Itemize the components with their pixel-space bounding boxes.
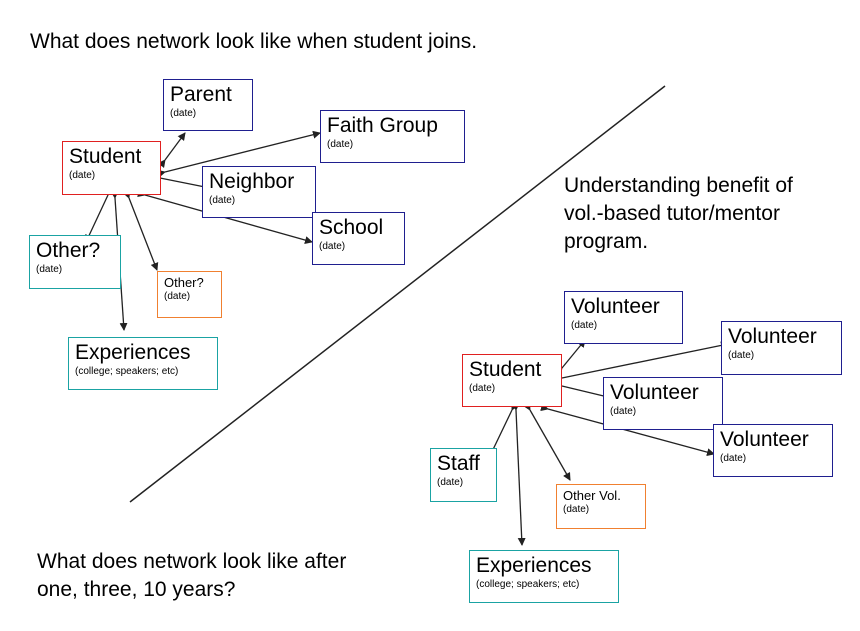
school-node: School (date) — [312, 212, 405, 265]
parent-label: Parent — [170, 83, 232, 106]
parent-node: Parent (date) — [163, 79, 253, 131]
bottom-question-line1: What does network look like after — [37, 550, 347, 573]
volunteer-3-date: (date) — [610, 406, 637, 417]
staff-node: Staff (date) — [430, 448, 497, 502]
other-small-date: (date) — [164, 291, 191, 302]
faith-group-date: (date) — [327, 139, 354, 150]
right-student-date: (date) — [469, 383, 496, 394]
volunteer-2-node: Volunteer (date) — [721, 321, 842, 375]
right-heading-line3: program. — [564, 230, 649, 253]
other-small-node: Other? (date) — [157, 271, 222, 318]
right-experiences-label: Experiences — [476, 554, 592, 577]
left-experiences-node: Experiences (college; speakers; etc) — [68, 337, 218, 390]
other-vol-label: Other Vol. — [563, 488, 621, 503]
left-student-node: Student (date) — [62, 141, 161, 195]
arrow-student-neighbor — [152, 172, 211, 191]
right-heading-line2: vol.-based tutor/mentor — [564, 202, 780, 225]
other-large-label: Other? — [36, 239, 101, 262]
arrow-student-volunteer-4 — [540, 403, 715, 457]
right-student-node: Student (date) — [462, 354, 562, 407]
staff-date: (date) — [437, 477, 464, 488]
arrow-student-volunteer-2 — [554, 341, 729, 384]
right-experiences-detail: (college; speakers; etc) — [476, 579, 580, 590]
volunteer-2-date: (date) — [728, 350, 755, 361]
other-small-label: Other? — [164, 275, 204, 290]
left-experiences-detail: (college; speakers; etc) — [75, 366, 179, 377]
neighbor-date: (date) — [209, 195, 236, 206]
left-student-date: (date) — [69, 170, 96, 181]
volunteer-2-label: Volunteer — [728, 325, 817, 348]
arrow-student-experiences-right — [511, 402, 526, 546]
right-heading-line1: Understanding benefit of — [564, 174, 793, 197]
other-vol-node: Other Vol. (date) — [556, 484, 646, 529]
school-date: (date) — [319, 241, 346, 252]
volunteer-4-date: (date) — [720, 453, 747, 464]
neighbor-node: Neighbor (date) — [202, 166, 316, 218]
volunteer-3-node: Volunteer (date) — [603, 377, 723, 430]
right-experiences-node: Experiences (college; speakers; etc) — [469, 550, 619, 603]
arrow-student-volunteer-1 — [554, 339, 586, 376]
volunteer-1-node: Volunteer (date) — [564, 291, 683, 344]
neighbor-label: Neighbor — [209, 170, 295, 193]
faith-group-label: Faith Group — [327, 114, 438, 137]
faith-group-node: Faith Group (date) — [320, 110, 465, 163]
arrow-student-school — [137, 189, 313, 244]
volunteer-1-label: Volunteer — [571, 295, 660, 318]
other-vol-date: (date) — [563, 504, 590, 515]
arrow-student-other-small — [122, 190, 159, 271]
other-large-date: (date) — [36, 264, 63, 275]
top-question: What does network look like when student… — [30, 30, 478, 53]
divider-line — [129, 85, 666, 503]
volunteer-3-label: Volunteer — [610, 381, 699, 404]
arrow-student-other-large — [85, 186, 115, 243]
arrow-student-faith-group — [157, 130, 321, 178]
volunteer-4-node: Volunteer (date) — [713, 424, 833, 477]
staff-label: Staff — [437, 452, 480, 475]
volunteer-4-label: Volunteer — [720, 428, 809, 451]
left-experiences-label: Experiences — [75, 341, 191, 364]
parent-date: (date) — [170, 108, 197, 119]
other-large-node: Other? (date) — [29, 235, 121, 289]
school-label: School — [319, 216, 384, 239]
left-student-label: Student — [69, 145, 142, 168]
volunteer-1-date: (date) — [571, 320, 598, 331]
arrow-student-parent — [157, 132, 186, 169]
right-student-label: Student — [469, 358, 542, 381]
arrow-student-other-vol — [523, 401, 571, 481]
bottom-question-line2: one, three, 10 years? — [37, 578, 236, 601]
